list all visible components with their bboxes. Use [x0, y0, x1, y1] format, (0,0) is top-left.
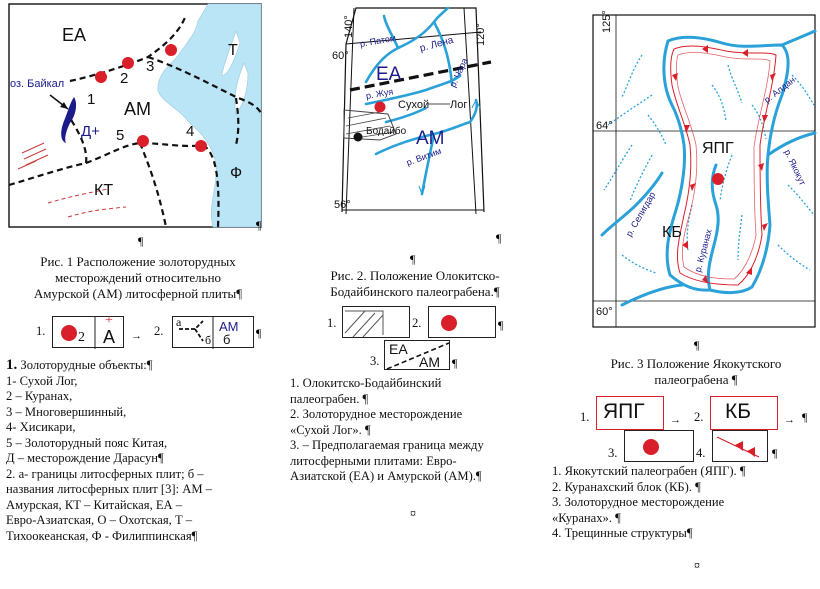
svg-text:4: 4: [186, 123, 194, 140]
svg-text:ЯПГ: ЯПГ: [702, 140, 734, 157]
svg-text:120°: 120°: [475, 23, 487, 46]
fig3-legend-box-2: КБ: [710, 396, 778, 430]
fig1-label-f: Ф: [230, 165, 242, 182]
svg-text:3: 3: [146, 58, 154, 75]
fig2-graben: [343, 109, 397, 141]
svg-text:5: 5: [116, 127, 124, 144]
fig2-caption: Рис. 2. Положение Олокитско- Бодайбинско…: [330, 268, 500, 299]
svg-text:Сухой: Сухой: [398, 99, 429, 111]
fig2-sukhoi-log: [374, 101, 386, 113]
svg-text:Лог: Лог: [450, 99, 467, 111]
fig1-deposit-2: [122, 57, 134, 69]
svg-text:ЕА: ЕА: [376, 64, 402, 85]
fig1-label-ea: ЕА: [62, 25, 86, 45]
svg-text:140°: 140°: [343, 15, 355, 38]
fig1-label-kt: КТ: [94, 182, 113, 199]
svg-text:64°: 64°: [596, 120, 613, 132]
fig2-plate-boundary: [349, 60, 492, 92]
fig1-caption: Рис. 1 Расположение золоторудных месторо…: [33, 254, 243, 301]
fig2-legend-text: 1. Олокитско-Бодайбинский палеограбен. ¶…: [290, 376, 484, 483]
fig3-legend-box-1: ЯПГ: [596, 396, 664, 430]
fig3-legend-text: 1. Якокутский палеограбен (ЯПГ). ¶ 2. Ку…: [552, 464, 746, 540]
lake-baikal: [61, 97, 77, 143]
fig1-map: ЕА АМ КТ Т Ф оз. Байкал Д+ 1 2 3 4 5: [8, 3, 262, 228]
fig3-map: 125° 64° 60° р. Алдан р. Якокут р. Селиг…: [592, 10, 817, 328]
fig1-deposit-1: [95, 71, 107, 83]
svg-text:КБ: КБ: [662, 224, 682, 241]
svg-text:р. Жуя: р. Жуя: [365, 86, 394, 101]
fig3-caption: Рис. 3 Положение Якокутского палеограбен…: [610, 356, 782, 387]
fig2-legend-box-3: ЕА АМ: [384, 340, 450, 370]
fig1-label-am: АМ: [124, 99, 151, 119]
svg-text:2: 2: [120, 70, 128, 87]
fig1-label-d: Д+: [81, 123, 100, 140]
fig3-legend-box-3: [624, 430, 694, 462]
svg-text:р. Витим: р. Витим: [405, 146, 443, 168]
svg-text:56°: 56°: [334, 199, 351, 211]
svg-text:Бодайбо: Бодайбо: [366, 125, 407, 137]
fig1-legend-text: 1. Золоторудные объекты:¶ 1- Сухой Лог, …: [6, 357, 212, 543]
fig3-graben-outline: [670, 45, 777, 286]
fig2-map: 140° 60° 120° 56° р. Патом р. Лена р. Ча…: [332, 6, 492, 215]
svg-text:60°: 60°: [332, 50, 349, 62]
fig1-deposit-5: [137, 135, 149, 147]
fig1-legend-box-1: 2 + А: [52, 313, 124, 349]
fig3-legend-box-4: [712, 430, 768, 462]
fig2-legend-box-2: [428, 306, 496, 338]
fig1-deposit-3: [165, 44, 177, 56]
svg-text:р. Лена: р. Лена: [419, 35, 455, 55]
svg-text:125°: 125°: [601, 10, 613, 33]
svg-text:р. Патом: р. Патом: [359, 33, 397, 49]
fig2-legend-box-1: [342, 306, 410, 338]
fig1-sea: [157, 3, 262, 228]
svg-text:1: 1: [87, 91, 95, 108]
fig3-kuranakh-deposit: [712, 173, 724, 185]
fig1-legend-box-2: а б АМ б: [172, 315, 254, 349]
svg-text:60°: 60°: [596, 306, 613, 318]
svg-text:АМ: АМ: [416, 128, 445, 149]
fig2-bodaibo: [353, 132, 363, 142]
fig1-label-t: Т: [228, 42, 238, 59]
fig1-label-baikal: оз. Байкал: [10, 78, 64, 90]
fig1-deposit-4: [195, 140, 207, 152]
